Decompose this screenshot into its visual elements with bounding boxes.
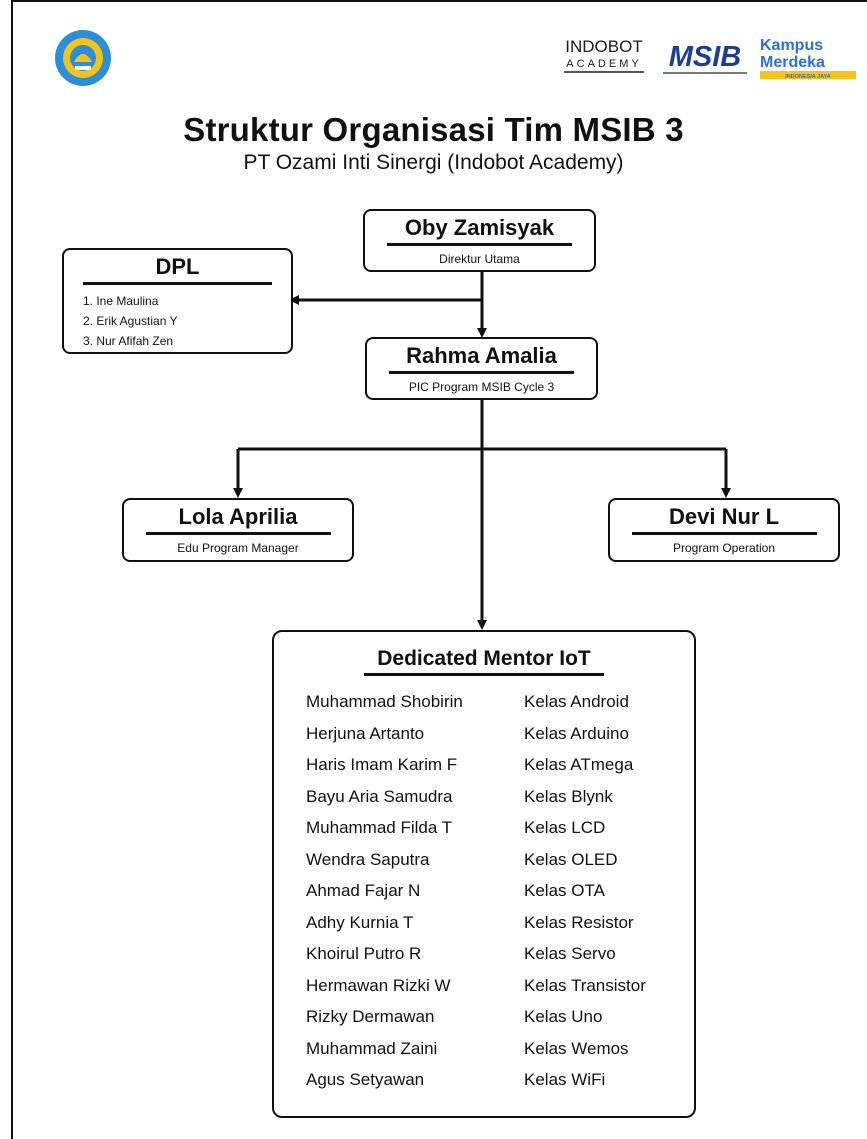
- mentor-class: Kelas Transistor: [524, 975, 646, 995]
- mentor-name: Herjuna Artanto: [306, 723, 425, 743]
- pic-underline: [389, 371, 574, 374]
- director-underline: [387, 243, 572, 246]
- mentor-name: Khoirul Putro R: [306, 944, 422, 963]
- mentor-class: Kelas Blynk: [524, 786, 613, 806]
- dpl-member: 1. Ine Maulina: [83, 294, 159, 308]
- dpl-member: 2. Erik Agustian Y: [83, 314, 178, 328]
- mentor-class: Kelas LCD: [524, 818, 606, 837]
- msib-logo: MSIB: [663, 41, 747, 74]
- program-operation-underline: [631, 532, 817, 535]
- msib-logo-text: MSIB: [669, 41, 742, 73]
- kampus-merdeka-logo: Kampus Merdeka INDONESIA JAYA: [760, 37, 856, 80]
- mentor-name: Bayu Aria Samudra: [306, 786, 453, 806]
- merdeka-logo-text: Merdeka: [760, 54, 825, 71]
- mentor-name: Hermawan Rizki W: [306, 975, 451, 995]
- indonesia-jaya-logo-text: INDONESIA JAYA: [785, 74, 831, 80]
- academy-logo-text: ACADEMY: [566, 58, 641, 70]
- program-operation-role: Program Operation: [672, 541, 776, 555]
- page-border-left: [11, 0, 13, 1139]
- indobot-logo-text: INDOBOT: [565, 37, 642, 56]
- kampus-logo-text: Kampus: [760, 37, 823, 54]
- pic-box: Rahma Amalia PIC Program MSIB Cycle 3: [365, 337, 598, 400]
- dpl-title: DPL: [155, 254, 200, 279]
- mentor-title: Dedicated Mentor IoT: [377, 647, 591, 670]
- mentor-class: Kelas Servo: [524, 944, 616, 963]
- edu-manager-role: Edu Program Manager: [177, 541, 299, 555]
- mentor-class: Kelas Resistor: [524, 912, 634, 932]
- edu-manager-box: Lola Aprilia Edu Program Manager: [122, 498, 354, 562]
- mentor-name: Haris Imam Karim F: [306, 755, 458, 774]
- mentor-name: Agus Setyawan: [306, 1070, 425, 1089]
- program-operation-name: Devi Nur L: [668, 504, 780, 529]
- director-role: Direktur Utama: [439, 252, 520, 266]
- mentor-class: Kelas WiFi: [524, 1070, 606, 1089]
- mentor-name: Muhammad Shobirin: [306, 692, 463, 711]
- mentor-class: Kelas ATmega: [524, 755, 634, 774]
- page-border-top: [11, 0, 867, 2]
- pic-role: PIC Program MSIB Cycle 3: [408, 380, 555, 394]
- dpl-underline: [83, 282, 272, 285]
- mentor-name: Ahmad Fajar N: [306, 881, 421, 900]
- pic-name: Rahma Amalia: [406, 343, 557, 368]
- mentor-class: Kelas Arduino: [524, 723, 629, 743]
- tut-wuri-handayani-logo: [55, 30, 111, 86]
- edu-manager-name: Lola Aprilia: [178, 504, 298, 529]
- mentor-name: Rizky Dermawan: [306, 1007, 435, 1026]
- mentor-class: Kelas Android: [524, 692, 629, 711]
- mentor-class: Kelas Wemos: [524, 1038, 629, 1058]
- mentor-class: Kelas OLED: [524, 849, 618, 869]
- mentor-name: Wendra Saputra: [306, 849, 430, 869]
- mentor-name: Muhammad Filda T: [306, 818, 453, 837]
- indobot-academy-logo: INDOBOT ACADEMY: [564, 37, 644, 73]
- program-operation-box: Devi Nur L Program Operation: [608, 498, 840, 562]
- mentor-name: Muhammad Zaini: [306, 1038, 438, 1058]
- mentor-class: Kelas Uno: [524, 1007, 603, 1026]
- edu-manager-underline: [145, 532, 331, 535]
- dpl-member: 3. Nur Afifah Zen: [83, 334, 174, 348]
- director-name: Oby Zamisyak: [404, 215, 555, 240]
- dpl-member-list: 1. Ine Maulina 2. Erik Agustian Y 3. Nur…: [64, 291, 291, 351]
- director-box: Oby Zamisyak Direktur Utama: [363, 209, 596, 272]
- page-title: Struktur Organisasi Tim MSIB 3: [183, 111, 684, 148]
- dpl-box: DPL 1. Ine Maulina 2. Erik Agustian Y 3.…: [62, 248, 293, 354]
- mentor-name: Adhy Kurnia T: [306, 912, 414, 932]
- mentor-underline: [364, 673, 604, 676]
- page-subtitle: PT Ozami Inti Sinergi (Indobot Academy): [243, 151, 624, 174]
- mentor-class: Kelas OTA: [524, 881, 605, 900]
